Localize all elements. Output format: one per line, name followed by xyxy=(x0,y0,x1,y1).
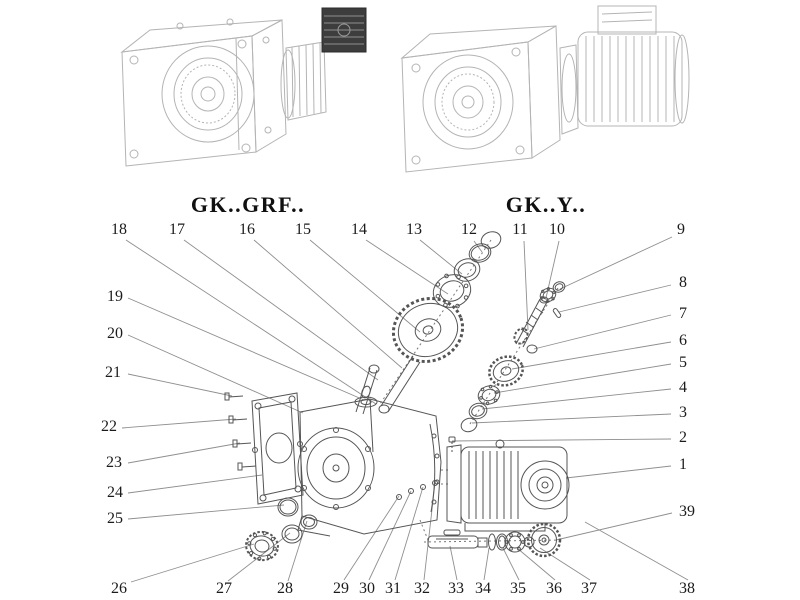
callout-27: 27 xyxy=(216,580,232,597)
exploded-motor xyxy=(446,436,570,532)
ring-27 xyxy=(281,524,303,544)
ring-25 xyxy=(277,497,299,517)
big-gear xyxy=(391,297,465,363)
callout-31: 31 xyxy=(385,580,401,597)
exploded-view xyxy=(224,231,570,562)
callout-20: 20 xyxy=(107,325,123,342)
bearing-5 xyxy=(477,384,501,406)
callout-12: 12 xyxy=(461,221,477,238)
bearing-10 xyxy=(539,287,557,304)
leader-lines xyxy=(121,236,689,583)
motor-bolt-2 xyxy=(448,436,456,452)
exploded-housing xyxy=(297,396,442,537)
exploded-big-gear-assembly xyxy=(378,231,502,414)
callout-1: 1 xyxy=(679,456,687,473)
callout-35: 35 xyxy=(510,580,526,597)
callout-15: 15 xyxy=(295,221,311,238)
callout-24: 24 xyxy=(107,484,123,501)
callout-19: 19 xyxy=(107,288,123,305)
ring-13 xyxy=(453,258,481,282)
bearing-14 xyxy=(432,273,472,309)
ring-28 xyxy=(300,514,318,530)
series-title-gky: GK..Y.. xyxy=(505,192,587,217)
ring-4 xyxy=(468,402,488,420)
gearbox-assembled-drawing-y xyxy=(400,5,690,173)
exploded-output-shaft-assembly xyxy=(427,522,562,558)
callout-2: 2 xyxy=(679,429,687,446)
exploded-input-shaft xyxy=(355,364,380,415)
ring-3 xyxy=(460,417,478,433)
gearbox-assembled-drawing-grf xyxy=(120,7,367,167)
brake-cover-drawing xyxy=(321,7,367,53)
callout-25: 25 xyxy=(107,510,123,527)
callout-28: 28 xyxy=(277,580,293,597)
ring-9 xyxy=(552,281,566,293)
callout-17: 17 xyxy=(169,221,185,238)
callout-16: 16 xyxy=(239,221,255,238)
callout-36: 36 xyxy=(546,580,562,597)
callout-39: 39 xyxy=(679,503,695,520)
bearing-ring-26 xyxy=(245,530,279,562)
callout-9: 9 xyxy=(677,221,685,238)
callout-5: 5 xyxy=(679,354,687,371)
dashed-axis-lines xyxy=(379,239,565,543)
callout-37: 37 xyxy=(581,580,597,597)
callout-7: 7 xyxy=(679,305,687,322)
callout-13: 13 xyxy=(406,221,422,238)
gear-37 xyxy=(526,522,562,558)
exploded-coupling-fasteners xyxy=(396,480,438,500)
callout-34: 34 xyxy=(475,580,491,597)
callout-14: 14 xyxy=(351,221,367,238)
callout-33: 33 xyxy=(448,580,464,597)
callout-18: 18 xyxy=(111,221,127,238)
callout-38: 38 xyxy=(679,580,695,597)
callout-22: 22 xyxy=(101,418,117,435)
exploded-seal-rings xyxy=(245,497,318,562)
exploded-pinion-assembly xyxy=(513,281,566,348)
callout-26: 26 xyxy=(111,580,127,597)
callout-10: 10 xyxy=(549,221,565,238)
callout-3: 3 xyxy=(679,404,687,421)
bearing-36 xyxy=(504,531,526,553)
callout-6: 6 xyxy=(679,332,687,349)
callout-11: 11 xyxy=(512,221,528,238)
callout-4: 4 xyxy=(679,379,687,396)
series-title-gkgrf: GK..GRF.. xyxy=(190,192,306,217)
callout-23: 23 xyxy=(106,454,122,471)
washer-7 xyxy=(526,344,538,354)
callout-29: 29 xyxy=(333,580,349,597)
motor-drawing xyxy=(577,5,690,127)
callout-32: 32 xyxy=(414,580,430,597)
key-8 xyxy=(552,308,562,318)
exploded-flange-plate xyxy=(251,392,304,505)
exploded-bolts xyxy=(224,392,257,471)
callout-8: 8 xyxy=(679,274,687,291)
exploded-second-gear-assembly xyxy=(460,344,538,433)
callout-30: 30 xyxy=(359,580,375,597)
gear-6 xyxy=(488,355,524,387)
callout-21: 21 xyxy=(105,364,121,381)
ring-12 xyxy=(468,243,492,263)
